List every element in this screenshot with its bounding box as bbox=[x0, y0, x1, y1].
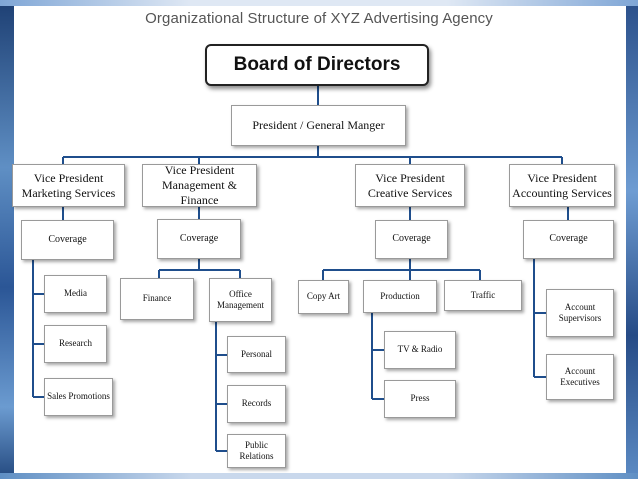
coverage-marketing-box: Coverage bbox=[21, 220, 114, 260]
public-relations-line1: Public bbox=[244, 439, 268, 450]
coverage-creative-box: Coverage bbox=[375, 220, 448, 259]
vp-marketing-title: Vice President bbox=[33, 170, 104, 185]
records-box: Records bbox=[227, 385, 286, 423]
finance-box: Finance bbox=[120, 278, 194, 320]
vp-management-dept: Management & Finance bbox=[162, 178, 237, 207]
coverage-accounting-box: Coverage bbox=[523, 220, 614, 259]
vp-creative-dept: Creative Services bbox=[367, 185, 453, 200]
coverage-management-box: Coverage bbox=[157, 219, 241, 259]
account-supervisors-box: Account Supervisors bbox=[546, 289, 614, 337]
public-relations-line2: Relations bbox=[239, 451, 274, 461]
account-supervisors-line1: Account bbox=[564, 301, 596, 312]
account-executives-line2: Executives bbox=[560, 377, 600, 387]
sales-promotions-box: Sales Promotions bbox=[44, 378, 113, 416]
office-management-box: Office Management bbox=[209, 278, 272, 322]
account-executives-box: Account Executives bbox=[546, 354, 614, 400]
vp-management-title: Vice President bbox=[164, 163, 235, 177]
vp-accounting-dept: Accounting Services bbox=[512, 185, 612, 200]
account-executives-line1: Account bbox=[564, 365, 596, 376]
office-management-line2: Management bbox=[217, 300, 264, 310]
press-box: Press bbox=[384, 380, 456, 418]
production-box: Production bbox=[363, 280, 437, 313]
vp-marketing-dept: Marketing Services bbox=[21, 185, 116, 200]
tv-radio-box: TV & Radio bbox=[384, 331, 456, 369]
media-box: Media bbox=[44, 275, 107, 313]
research-box: Research bbox=[44, 325, 107, 363]
diagram-title: Organizational Structure of XYZ Advertis… bbox=[145, 10, 493, 27]
vp-marketing-box: Vice President Marketing Services bbox=[12, 164, 125, 207]
vp-management-box: Vice President Management & Finance bbox=[142, 163, 257, 207]
bottom-border-decoration bbox=[0, 473, 638, 479]
public-relations-box: Public Relations bbox=[227, 434, 286, 468]
office-management-line1: Office bbox=[229, 288, 252, 299]
left-border-decoration bbox=[0, 0, 14, 479]
account-supervisors-line2: Supervisors bbox=[558, 313, 602, 323]
president-box: President / General Manger bbox=[231, 105, 406, 146]
vp-creative-title: Vice President bbox=[375, 170, 445, 185]
vp-accounting-box: Vice President Accounting Services bbox=[509, 164, 615, 207]
copy-art-box: Copy Art bbox=[298, 280, 349, 314]
vp-accounting-title: Vice President bbox=[527, 170, 597, 185]
vp-creative-box: Vice President Creative Services bbox=[355, 164, 465, 207]
right-border-decoration bbox=[626, 0, 638, 479]
top-border-decoration bbox=[0, 0, 638, 6]
personal-box: Personal bbox=[227, 336, 286, 373]
board-of-directors-box: Board of Directors bbox=[205, 44, 429, 86]
traffic-box: Traffic bbox=[444, 280, 522, 311]
